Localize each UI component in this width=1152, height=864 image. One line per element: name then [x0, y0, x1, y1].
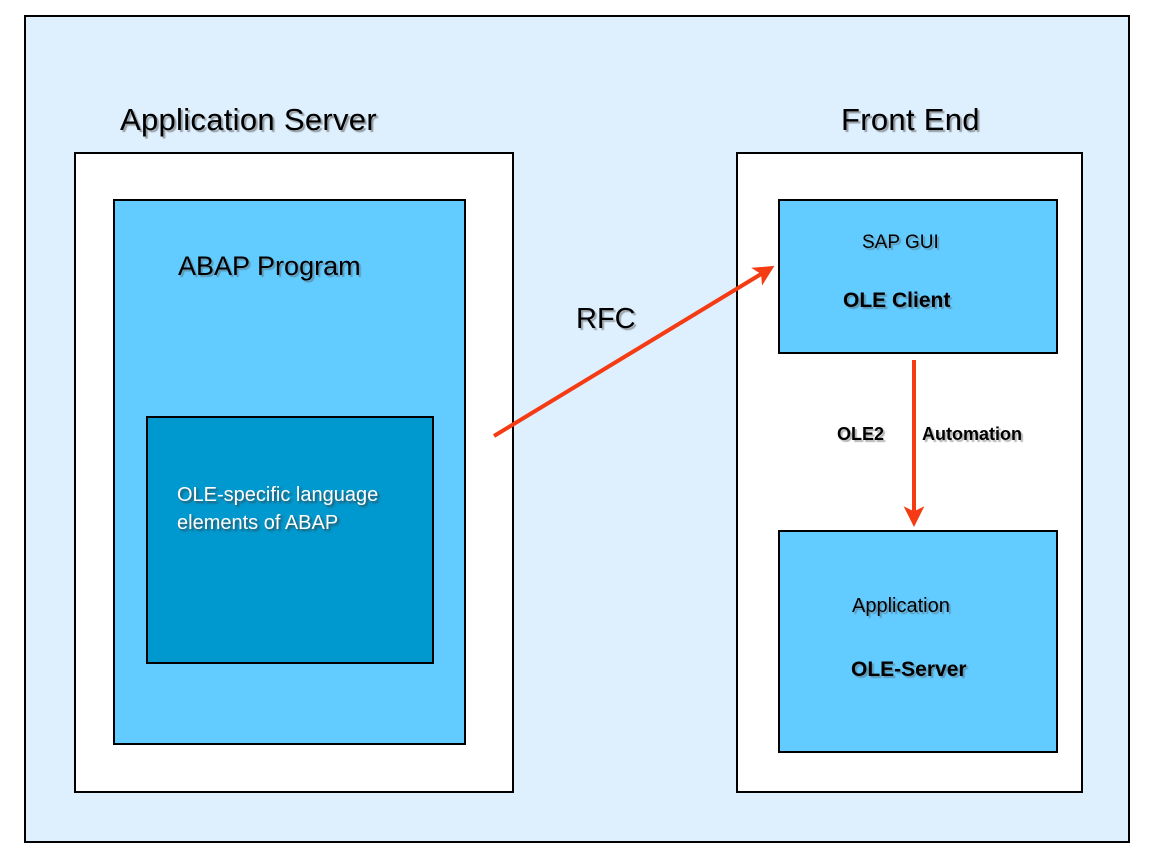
ole-specific-language-elements-label: OLE-specific language elements of ABAP — [177, 484, 379, 534]
application-server-title: Application Server — [120, 102, 377, 137]
automation-label: Automation — [922, 424, 1022, 444]
ole-client-label: OLE Client — [843, 289, 951, 312]
rfc-label: RFC — [576, 303, 636, 335]
ole-specific-language-elements-box — [146, 416, 434, 664]
ole-server-label: OLE-Server — [851, 658, 967, 681]
front-end-title: Front End — [841, 102, 980, 137]
application-box — [778, 530, 1058, 753]
application-label: Application — [852, 595, 950, 617]
sap-gui-label: SAP GUI — [862, 232, 939, 253]
ole2-label: OLE2 — [837, 424, 885, 444]
sap-gui-box — [778, 199, 1058, 354]
abap-program-label: ABAP Program — [178, 251, 361, 281]
